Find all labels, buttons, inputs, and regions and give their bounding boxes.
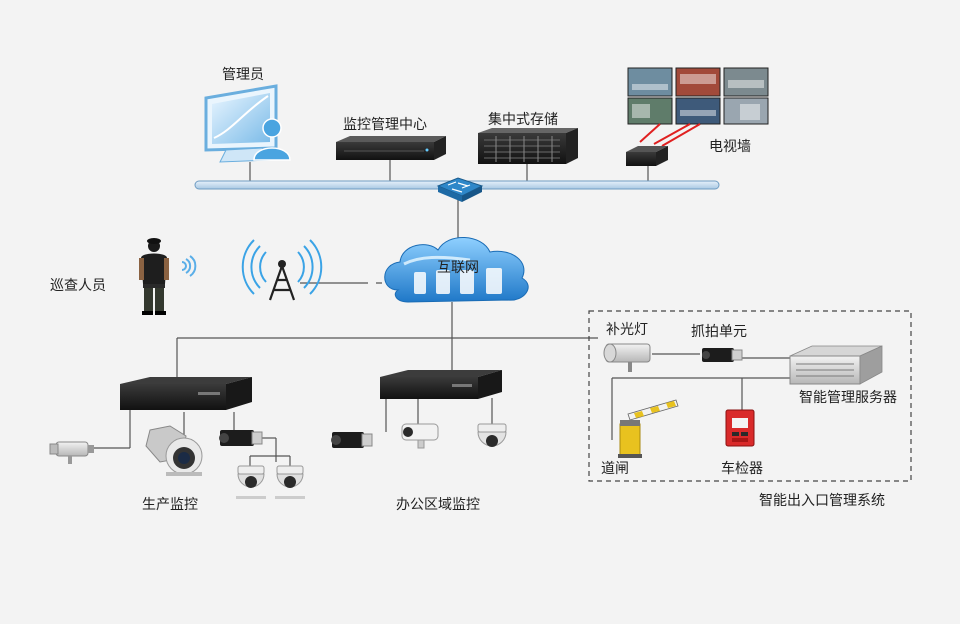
fill-light-label: 补光灯 [606,322,648,338]
admin-workstation: 管理员 [204,67,291,163]
vehicle-detector-label: 车检器 [721,460,763,477]
connection-lines [92,160,790,466]
admin-label: 管理员 [222,67,264,83]
monitor-center-label: 监控管理中心 [343,117,427,133]
entrance-system-box [588,310,912,482]
barrier-gate: 道闸 [601,399,679,477]
barrier-label: 道闸 [601,461,629,477]
smart-server: 智能管理服务器 [789,345,897,406]
radio-tower-icon [241,239,323,301]
production-monitor-label: 生产监控 [142,497,198,513]
smart-server-label: 智能管理服务器 [799,390,897,406]
patrol-label: 巡查人员 [50,278,106,294]
nvr-recorder-icon [380,370,502,399]
rack-server-icon [336,136,446,160]
vehicle-detector-icon [725,409,755,447]
dome-camera-icon [477,423,507,447]
internet-label: 互联网 [437,260,479,276]
vehicle-detector: 车检器 [721,409,763,477]
fill-light-icon [603,343,651,372]
office-nvr [380,370,502,399]
rack-server-icon [789,345,883,385]
dome-camera-icon [275,465,305,499]
capture-unit: 抓拍单元 [691,324,747,362]
video-wall-icon [626,67,769,166]
box-camera-icon [49,441,94,464]
monitor-center: 监控管理中心 [336,117,446,160]
central-storage-label: 集中式存储 [488,111,558,128]
central-storage: 集中式存储 [478,111,578,164]
internet-cloud: 互联网 [384,237,529,303]
network-switch-icon [436,177,484,202]
office-monitor-label: 办公区域监控 [396,497,480,513]
video-wall-label: 电视墙 [709,139,751,155]
entrance-system-label: 智能出入口管理系统 [759,493,885,509]
video-wall: 电视墙 [626,67,769,166]
dome-camera-icon [236,465,266,499]
cloud-icon [384,237,529,303]
security-guard-icon [139,238,169,315]
box-camera-icon [219,430,263,446]
patrol-person: 巡查人员 [50,238,197,315]
production-nvr [120,377,252,410]
bullet-camera-icon [401,423,439,449]
wifi-signal-icon [181,255,197,277]
capture-unit-label: 抓拍单元 [691,324,747,340]
barrier-gate-icon [618,399,679,458]
box-camera-icon [702,348,743,362]
nvr-recorder-icon [120,377,252,410]
box-camera-icon [331,432,373,448]
ptz-camera-icon [145,425,203,476]
storage-array-icon [478,128,578,164]
fill-light: 补光灯 [603,322,651,372]
desktop-monitor-user-icon [204,84,291,163]
